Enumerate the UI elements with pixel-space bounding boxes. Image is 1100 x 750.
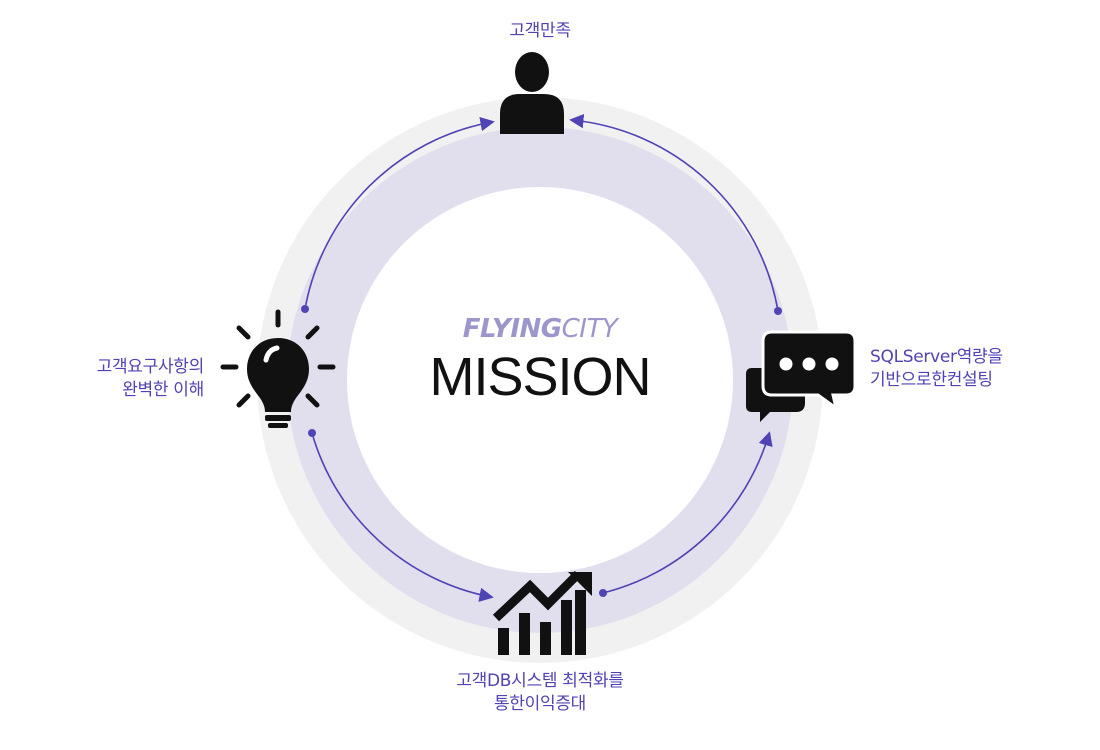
growth-chart-icon <box>492 570 592 655</box>
arc-dot-bottom-right <box>599 589 607 597</box>
label-line: 고객요구사항의 <box>96 357 205 377</box>
label-db-optimization: 고객DB시스템 최적화를 통한이익증대 <box>410 670 670 716</box>
arc-dot-right-top <box>774 307 782 315</box>
label-line: 고객DB시스템 최적화를 <box>456 671 624 691</box>
arc-right-to-top <box>569 113 779 312</box>
user-icon <box>500 52 564 134</box>
label-line: 고객만족 <box>509 21 571 41</box>
label-line: SQLServer역량을 <box>870 347 1003 367</box>
label-line: 완벽한 이해 <box>122 380 204 400</box>
arc-dot-left-top <box>301 305 309 313</box>
label-customer-satisfaction: 고객만족 <box>490 20 590 43</box>
brand-light: CITY <box>561 314 618 344</box>
brand-logo: FLYINGCITY <box>420 312 660 346</box>
chat-bubbles-icon <box>746 330 857 422</box>
label-requirements-understanding: 고객요구사항의 완벽한 이해 <box>40 356 205 402</box>
brand-bold: FLYING <box>462 314 562 344</box>
lightbulb-icon <box>220 309 336 428</box>
label-sqlserver-consulting: SQLServer역량을 기반으로한컨설팅 <box>870 346 1003 392</box>
center-brand: FLYINGCITY MISSION <box>420 312 660 406</box>
arc-dot-left-bottom <box>308 429 316 437</box>
arc-bottom-to-right <box>602 431 773 594</box>
arc-left-to-top <box>304 116 495 310</box>
label-line: 기반으로한컨설팅 <box>870 370 993 390</box>
mission-title: MISSION <box>429 347 651 407</box>
label-line: 통한이익증대 <box>493 694 587 714</box>
arc-left-to-bottom <box>311 432 494 602</box>
center-disc <box>347 187 733 573</box>
